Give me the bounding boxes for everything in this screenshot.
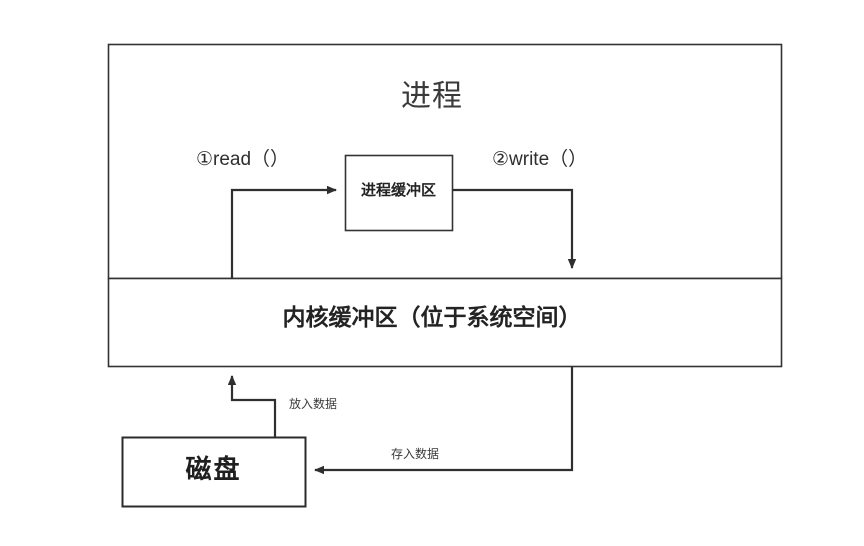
kernel-buffer-label: 内核缓冲区（位于系统空间） <box>282 304 582 330</box>
store-data-arrow <box>314 366 574 475</box>
process-buffer-box <box>344 154 454 232</box>
kernel-buffer-box <box>107 277 783 368</box>
read-operation-label: ①read（） <box>196 149 290 170</box>
process-title: 进程 <box>401 80 463 113</box>
read-arrow <box>230 185 337 278</box>
process-buffer-label: 进程缓冲区 <box>360 182 436 199</box>
store-data-label: 存入数据 <box>391 447 440 461</box>
put-data-label: 放入数据 <box>289 397 338 411</box>
disk-box <box>121 436 307 508</box>
write-operation-label: ②write（） <box>492 149 588 170</box>
put-data-arrow <box>227 375 277 437</box>
disk-label: 磁盘 <box>185 454 242 484</box>
write-arrow <box>452 188 577 269</box>
